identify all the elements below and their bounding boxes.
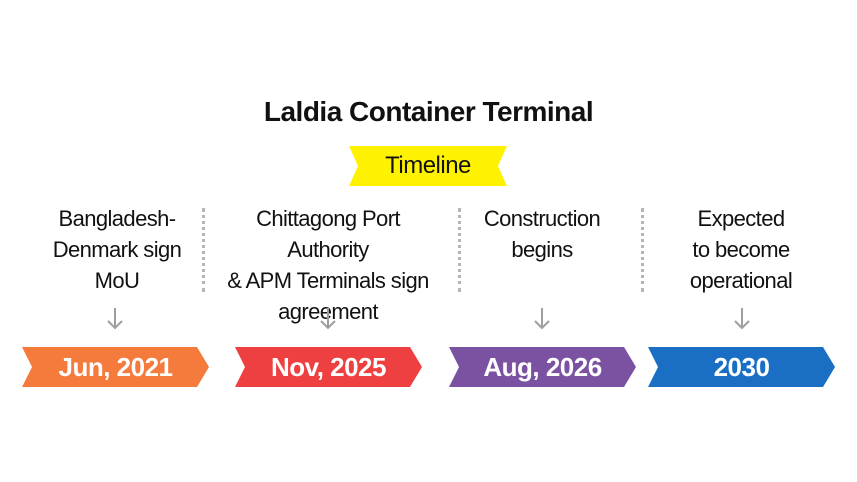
event-2-line-2: & APM Terminals sign: [227, 268, 429, 293]
down-arrow-icon: [107, 308, 123, 330]
divider-1: [202, 208, 205, 292]
event-description-3: Construction begins: [450, 203, 634, 265]
down-arrow-icon: [320, 308, 336, 330]
date-label-4: 2030: [713, 352, 770, 382]
event-4-line-1: Expected: [697, 206, 786, 231]
event-3-line-2: begins: [511, 237, 573, 262]
date-label-2: Nov, 2025: [271, 352, 386, 382]
event-1-line-3: MoU: [94, 268, 140, 293]
event-description-1: Bangladesh- Denmark sign MoU: [22, 203, 212, 296]
date-tag-2: Nov, 2025: [235, 347, 422, 387]
event-1-line-2: Denmark sign: [52, 237, 182, 262]
divider-2: [458, 208, 461, 292]
event-description-4: Expected to become operational: [648, 203, 834, 296]
date-label-1: Jun, 2021: [58, 352, 173, 382]
down-arrow-icon: [534, 308, 550, 330]
event-1-line-1: Bangladesh-: [58, 206, 177, 231]
timeline-banner: Timeline: [349, 146, 507, 186]
event-4-line-3: operational: [689, 268, 793, 293]
timeline-label: Timeline: [385, 152, 471, 179]
page-title: Laldia Container Terminal: [263, 96, 594, 127]
date-tag-3: Aug, 2026: [449, 347, 636, 387]
date-label-3: Aug, 2026: [483, 352, 602, 382]
tag-4-shape: [648, 347, 835, 387]
event-4-line-2: to become: [692, 237, 790, 262]
tag-2-shape: [235, 347, 422, 387]
tag-3-shape: [449, 347, 636, 387]
divider-3: [641, 208, 644, 292]
event-2-line-1: Chittagong Port Authority: [256, 206, 400, 262]
date-tag-1: Jun, 2021: [22, 347, 209, 387]
event-3-line-1: Construction: [483, 206, 601, 231]
date-tag-4: 2030: [648, 347, 835, 387]
banner-shape: [349, 146, 507, 186]
tag-1-shape: [22, 347, 209, 387]
down-arrow-icon: [734, 308, 750, 330]
